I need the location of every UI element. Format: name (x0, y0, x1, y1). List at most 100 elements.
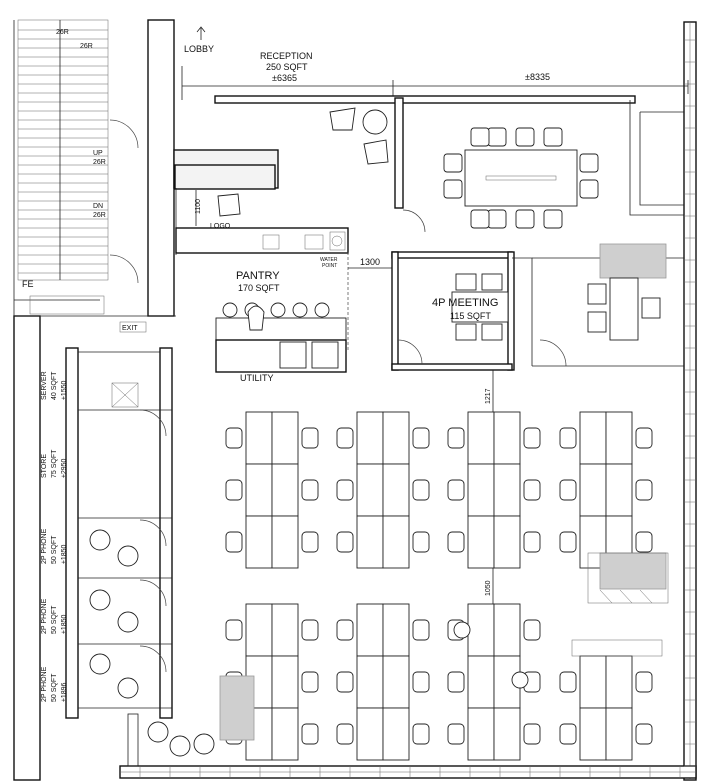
workstation-chair (635, 427, 653, 449)
workstation-chair (336, 723, 354, 745)
workstation-desk (245, 515, 273, 569)
store-area-label: 75 SQFT (51, 449, 58, 478)
workstation-desk (493, 463, 521, 517)
phone-room-2-dim: ±1850 (61, 614, 68, 634)
pantry-name: PANTRY (236, 270, 280, 282)
workstation-chair (412, 723, 430, 745)
lounge-chair (117, 677, 139, 699)
boardroom-chair (579, 153, 599, 173)
arrow-up-icon (196, 26, 206, 40)
manager-office (587, 243, 667, 341)
workstation-desk (467, 411, 495, 465)
exit-label: EXIT (122, 325, 138, 332)
boardroom-chair (543, 209, 563, 229)
workstation-chair (225, 479, 243, 501)
workstation-chair (635, 531, 653, 553)
workstation-chair (559, 671, 577, 693)
boardroom-chair (443, 179, 463, 199)
workstation-desk (382, 707, 410, 761)
reception-name: RECEPTION (260, 51, 313, 61)
workstation-desk (382, 515, 410, 569)
boardroom-chair (487, 127, 507, 147)
lounge-chair (89, 653, 111, 675)
workstation-chair (523, 619, 541, 641)
boardroom-chair (487, 209, 507, 229)
workstation-desk (467, 655, 495, 709)
pantry-area-label: 170 SQFT (238, 283, 280, 293)
phone-room-1-dim: ±1850 (61, 544, 68, 564)
water-point-label: WATER (320, 257, 338, 263)
facade-mullions (139, 39, 696, 778)
workstation-chair (225, 531, 243, 553)
boardroom-chair (515, 209, 535, 229)
workstation-desk (382, 463, 410, 517)
workstation-desk (467, 707, 495, 761)
stair-core: 26R 26R UP 26R DN 26R FE (17, 19, 139, 315)
workstation-desk (356, 411, 384, 465)
workstation-desk (493, 707, 521, 761)
lobby-label: LOBBY (184, 44, 214, 54)
dim-1217-label: 1217 (485, 388, 492, 404)
lounge-chair (117, 611, 139, 633)
workstation-desk (271, 411, 299, 465)
phone-room-1-area: 50 SQFT (51, 535, 58, 564)
lounge-chair (89, 529, 111, 551)
workstation-desk (579, 463, 607, 517)
workstation-desk (579, 655, 607, 709)
stair-label: 26R (80, 43, 93, 50)
workstation-chair (412, 479, 430, 501)
workstation-chair (336, 531, 354, 553)
workstation-desk (356, 707, 384, 761)
workstation-chair (301, 671, 319, 693)
water-point-label: POINT (322, 263, 337, 269)
workstation-desk (467, 463, 495, 517)
phone-room-3-area: 50 SQFT (51, 673, 58, 702)
workstation-desk (271, 463, 299, 517)
phone-room-1-name: 2P PHONE (41, 528, 48, 564)
workstation-chair (523, 427, 541, 449)
workstation-chair (336, 479, 354, 501)
utility-label: UTILITY (240, 373, 274, 383)
workstation-desk (271, 603, 299, 657)
workstation-chair (559, 531, 577, 553)
dim-1100-label: 1100 (195, 199, 202, 214)
top-right-dim-label: ±8335 (525, 72, 550, 82)
left-rooms: EXIT SERVER 40 SQFT ±1550 STORE 75 SQFT … (41, 321, 215, 767)
workstation-desk (579, 707, 607, 761)
logo-label: LOGO (210, 223, 231, 230)
workstation-chair (635, 671, 653, 693)
stair-label: 26R (56, 29, 69, 36)
workstation-desk (245, 463, 273, 517)
boardroom-chair (443, 153, 463, 173)
workstation-chair (635, 479, 653, 501)
workstation-chair (301, 723, 319, 745)
server-name: SERVER (41, 371, 48, 400)
pantry: WATER POINT 1300 PANTRY 170 SQFT UTILITY (175, 227, 395, 383)
workstation-chair (559, 723, 577, 745)
workstation-chair (412, 619, 430, 641)
workstation-desk (605, 707, 633, 761)
boardroom-chair (515, 127, 535, 147)
phone-room-3-dim: ±1896 (61, 682, 68, 702)
stool (314, 302, 330, 318)
fire-extinguisher-label: FE (22, 279, 34, 289)
workstation-chair (301, 427, 319, 449)
workstation-desk (356, 515, 384, 569)
lounge-chair (117, 545, 139, 567)
workstation-chair (447, 531, 465, 553)
meeting-area-label: 115 SQFT (450, 311, 491, 321)
workstation-desk (605, 411, 633, 465)
workstation-desk (245, 411, 273, 465)
server-area-label: 40 SQFT (51, 371, 58, 400)
workstation-desk (271, 655, 299, 709)
workstation-desk (245, 603, 273, 657)
workstation-chair (225, 619, 243, 641)
workstation-chair (523, 479, 541, 501)
workstation-desk (356, 463, 384, 517)
workstation-chair (447, 427, 465, 449)
workstation-chair (559, 479, 577, 501)
workstation-chair (559, 427, 577, 449)
boardroom-chair (543, 127, 563, 147)
workstation-desk (605, 655, 633, 709)
workstation-chair (635, 723, 653, 745)
